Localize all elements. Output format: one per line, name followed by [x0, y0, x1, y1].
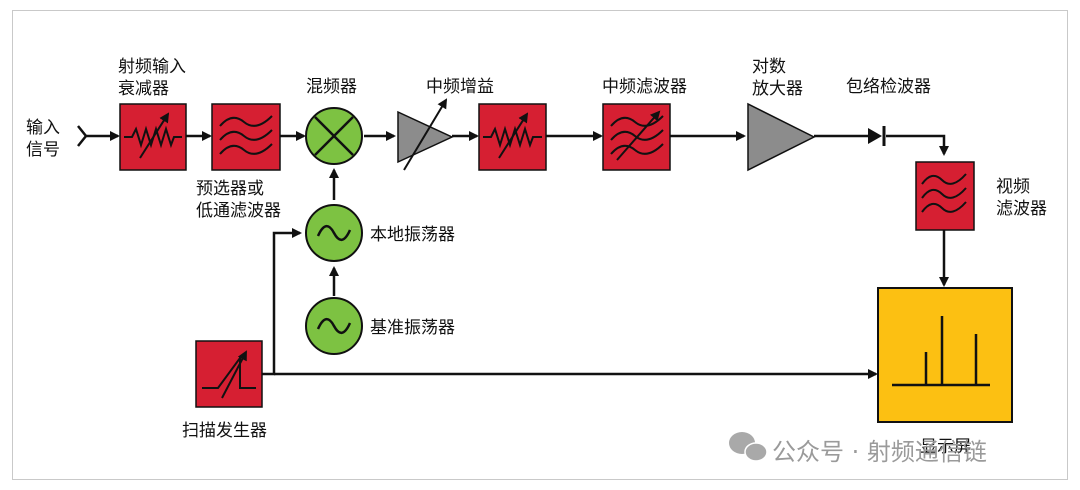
- oscillator-icon: [316, 225, 352, 241]
- display-spectrum: [892, 316, 990, 387]
- attenuator-icon: [483, 112, 542, 159]
- signal-lines: [77, 125, 949, 379]
- watermark: 公众号 · 射频通信链: [772, 438, 987, 466]
- line-sweep-to-lo: [262, 228, 302, 376]
- sweep-ramp-icon: [202, 350, 256, 399]
- reference-oscillator-block: [305, 297, 363, 355]
- sweep-generator-label: 扫描发生器: [182, 421, 267, 441]
- amplifier-icon: [397, 110, 454, 164]
- attenuator-icon: [124, 112, 182, 159]
- input-chevron: [77, 125, 88, 147]
- display-label: 显示屏: [920, 437, 971, 457]
- filter-icon: [219, 115, 273, 155]
- mixer-label: 混频器: [306, 77, 357, 97]
- if-filter-label: 中频滤波器: [602, 77, 687, 97]
- if-gain-label: 中频增益: [426, 77, 494, 97]
- filter-icon: [921, 173, 967, 213]
- mixer-icon: [314, 116, 354, 156]
- log-amp-block: [747, 102, 816, 172]
- reference-oscillator-label: 基准振荡器: [370, 318, 455, 338]
- input-signal-label: 输入信号: [26, 118, 60, 160]
- video-filter-label: 视频滤波器: [996, 177, 1047, 219]
- if-filter-block: [602, 103, 671, 171]
- local-oscillator-label: 本地振荡器: [370, 225, 455, 245]
- diode-icon: [868, 126, 886, 146]
- wechat-icon: [729, 432, 768, 462]
- log-amp-label: 对数放大器: [752, 57, 803, 99]
- rf-attenuator-label: 射频输入衰减器: [118, 57, 186, 99]
- display-block: [877, 287, 1013, 423]
- if-gain-block: [397, 98, 454, 171]
- video-filter-block: [915, 161, 975, 231]
- rf-attenuator-block: [119, 103, 187, 171]
- envelope-detector-label: 包络检波器: [846, 77, 931, 97]
- filter-icon: [610, 110, 664, 161]
- preselector-block: [211, 103, 281, 171]
- if-attenuator-block: [478, 103, 547, 171]
- preselector-label: 预选器或低通滤波器: [196, 179, 281, 221]
- oscillator-icon: [316, 318, 352, 334]
- line-detector-to-videofilter: [886, 134, 949, 156]
- local-oscillator-block: [305, 204, 363, 262]
- diagram-frame: [12, 10, 1068, 480]
- sweep-generator-block: [195, 340, 263, 408]
- mixer-block: [305, 107, 363, 165]
